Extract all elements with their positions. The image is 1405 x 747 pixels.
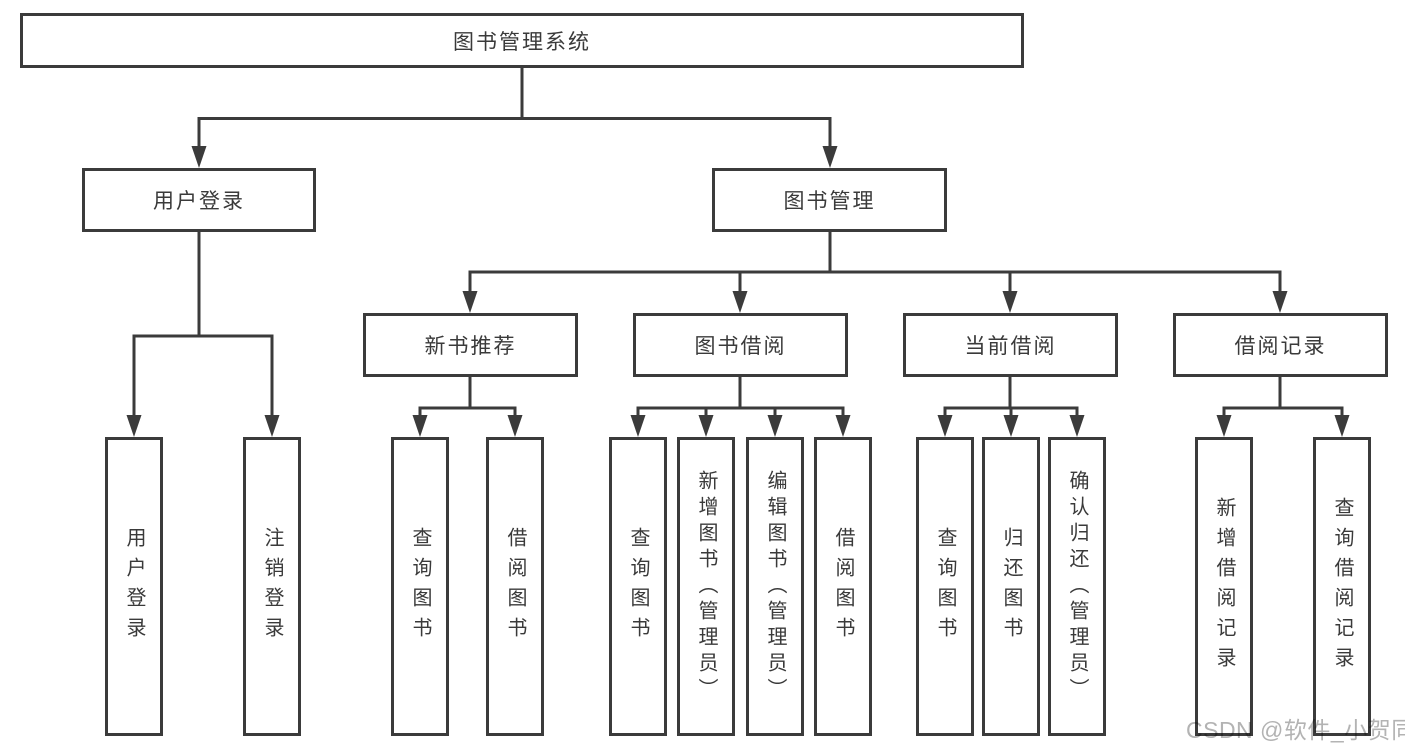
- leaf-borrow-query-books-label: 查询图书: [627, 526, 649, 647]
- connector-new-books-to-leaves: [412, 376, 523, 437]
- node-book-mgmt: 图书管理: [712, 168, 947, 232]
- connector-book-mgmt-to-level3: [462, 231, 1288, 313]
- leaf-add-borrow-record: 新增借阅记录: [1195, 437, 1253, 736]
- node-current-borrow: 当前借阅: [903, 313, 1118, 377]
- leaf-confirm-return-admin: 确认归还（管理员）: [1048, 437, 1106, 736]
- connector-current-borrow-to-leaves: [937, 376, 1085, 437]
- node-borrow-records: 借阅记录: [1173, 313, 1388, 377]
- node-book-borrow: 图书借阅: [633, 313, 848, 377]
- csdn-watermark: CSDN @软件_小贺同学: [1186, 717, 1405, 743]
- leaf-confirm-return-admin-label: 确认归还（管理员）: [1066, 469, 1088, 704]
- leaf-return-books: 归还图书: [982, 437, 1040, 736]
- leaf-return-books-label: 归还图书: [1000, 526, 1022, 647]
- leaf-edit-books-admin-label: 编辑图书（管理员）: [764, 469, 786, 704]
- node-user-login: 用户登录: [82, 168, 316, 232]
- connector-user-login-to-leaves: [126, 231, 280, 437]
- leaf-new-books-query: 查询图书: [391, 437, 449, 736]
- leaf-new-books-borrow: 借阅图书: [486, 437, 544, 736]
- leaf-logout: 注销登录: [243, 437, 301, 736]
- leaf-query-borrow-record: 查询借阅记录: [1313, 437, 1371, 736]
- leaf-user-login-label: 用户登录: [123, 526, 145, 647]
- node-new-books: 新书推荐: [363, 313, 578, 377]
- connector-borrow-records-to-leaves: [1216, 376, 1350, 437]
- node-root: 图书管理系统: [20, 13, 1024, 68]
- leaf-borrow-books: 借阅图书: [814, 437, 872, 736]
- leaf-borrow-books-label: 借阅图书: [832, 526, 854, 647]
- leaf-current-query-books: 查询图书: [916, 437, 974, 736]
- leaf-borrow-query-books: 查询图书: [609, 437, 667, 736]
- connector-book-borrow-to-leaves: [630, 376, 851, 437]
- leaf-user-login: 用户登录: [105, 437, 163, 736]
- leaf-current-query-books-label: 查询图书: [934, 526, 956, 647]
- leaf-query-borrow-record-label: 查询借阅记录: [1331, 496, 1353, 677]
- leaf-edit-books-admin: 编辑图书（管理员）: [746, 437, 804, 736]
- leaf-add-borrow-record-label: 新增借阅记录: [1213, 496, 1235, 677]
- connector-root-to-level2: [191, 67, 838, 168]
- leaf-add-books-admin: 新增图书（管理员）: [677, 437, 735, 736]
- leaf-new-books-query-label: 查询图书: [409, 526, 431, 647]
- leaf-new-books-borrow-label: 借阅图书: [504, 526, 526, 647]
- leaf-add-books-admin-label: 新增图书（管理员）: [695, 469, 717, 704]
- leaf-logout-label: 注销登录: [261, 526, 283, 647]
